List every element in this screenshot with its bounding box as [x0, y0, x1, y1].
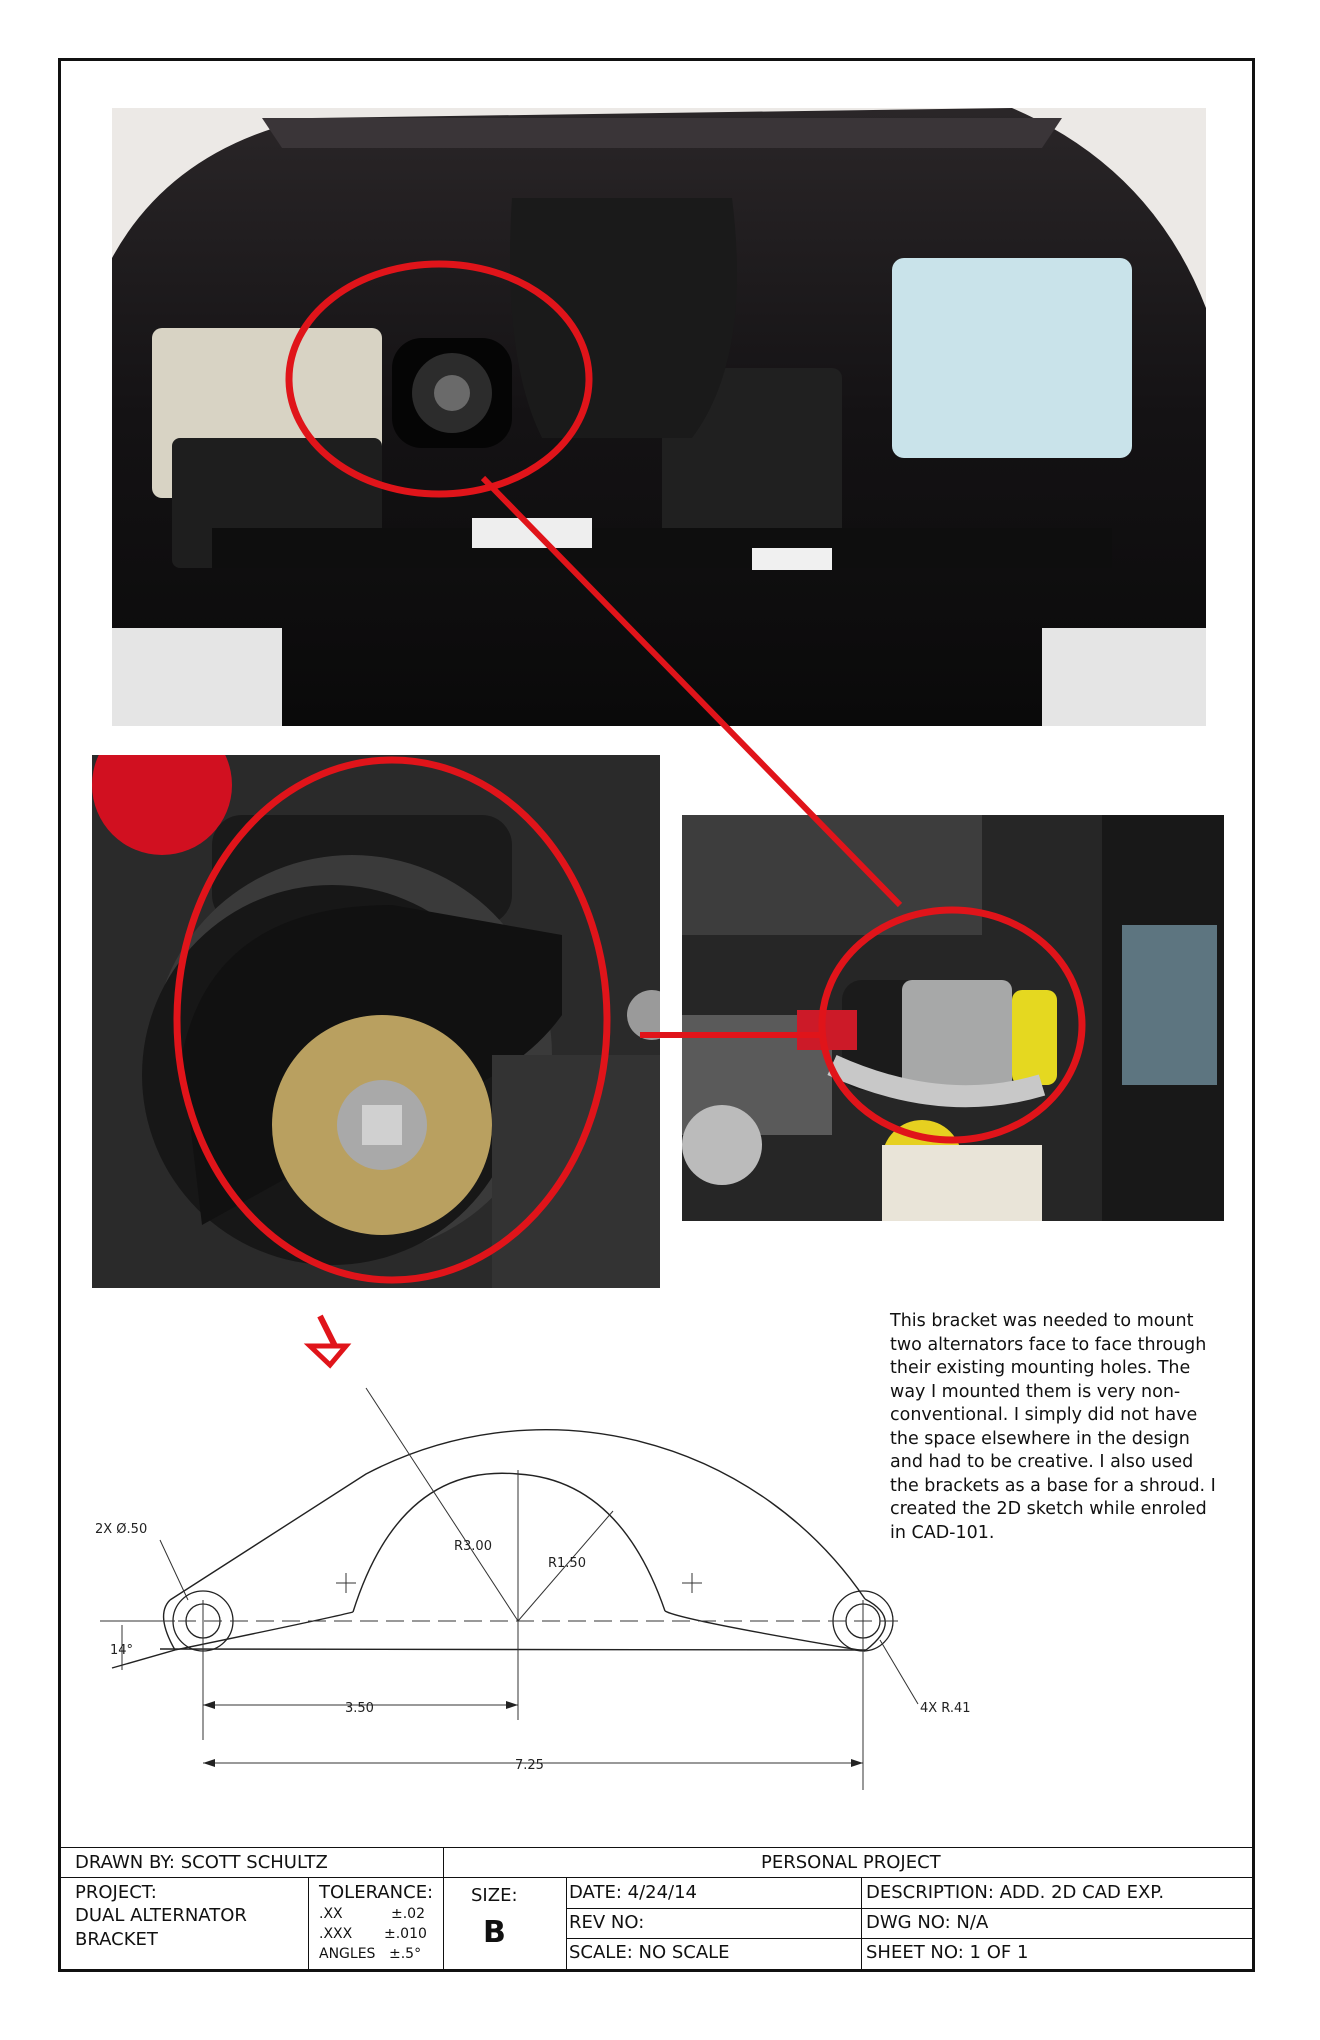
engine-bay-photo [112, 108, 1206, 726]
dim-half-span: 3.50 [345, 1701, 374, 1716]
sheet-no: SHEET NO: 1 OF 1 [866, 1942, 1029, 1963]
dual-alternator-photo [682, 815, 1224, 1221]
dim-r-outer: R3.00 [454, 1539, 492, 1554]
tol-xxx: .XXX [319, 1926, 353, 1942]
description: DESCRIPTION: ADD. 2D CAD EXP. [866, 1882, 1165, 1903]
tol-xx: .XX [319, 1906, 343, 1922]
centerlines [100, 1387, 919, 1790]
drawn-by: DRAWN BY: SCOTT SCHULTZ [75, 1852, 328, 1873]
project-line-1: DUAL ALTERNATOR [75, 1905, 247, 1926]
caption-text: This bracket was needed to mount two alt… [890, 1311, 1216, 1543]
dwg-no: DWG NO: N/A [866, 1912, 989, 1933]
project-label: PROJECT: [75, 1882, 157, 1903]
tolerance-label: TOLERANCE: [319, 1882, 434, 1903]
dim-r-inner: R1.50 [548, 1556, 586, 1571]
dim-holes: 2X Ø.50 [95, 1522, 147, 1537]
dim-corner-radii: 4X R.41 [920, 1701, 971, 1716]
tol-angles: ANGLES [319, 1946, 376, 1962]
callout-marker [303, 1343, 352, 1369]
rev-no: REV NO: [569, 1912, 645, 1933]
project-header: PERSONAL PROJECT [761, 1852, 941, 1873]
bracket-outline [111, 1429, 886, 1669]
scale: SCALE: NO SCALE [569, 1942, 730, 1963]
title-block: DRAWN BY: SCOTT SCHULTZ PERSONAL PROJECT… [61, 1847, 1252, 1969]
size-label: SIZE: [471, 1885, 518, 1906]
arrowheads [203, 1701, 863, 1767]
date: DATE: 4/24/14 [569, 1882, 698, 1903]
callout-connectors [317, 475, 903, 1348]
tol-xxx-value: ±.010 [384, 1926, 427, 1942]
size-value: B [483, 1915, 506, 1950]
drawing-border [58, 58, 1255, 1972]
project-line-2: BRACKET [75, 1929, 158, 1950]
bracket-closeup-photo [92, 755, 660, 1288]
tol-angles-value: ±.5° [389, 1946, 422, 1962]
dim-full-span: 7.25 [515, 1758, 544, 1773]
dim-angle: 14° [110, 1643, 133, 1658]
tol-xx-value: ±.02 [391, 1906, 425, 1922]
